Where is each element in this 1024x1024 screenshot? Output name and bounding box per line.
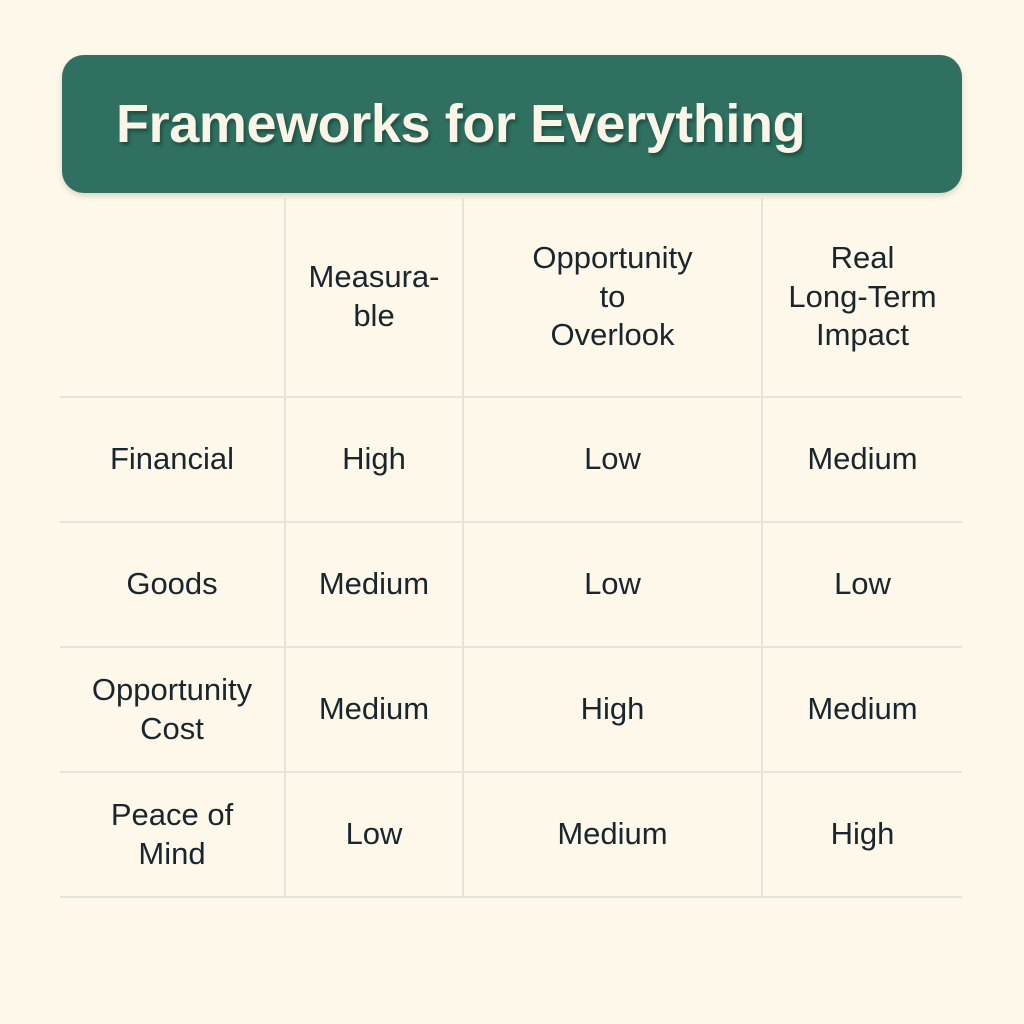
page-title: Frameworks for Everything — [116, 93, 806, 154]
table-row: Goods Medium Low Low — [60, 522, 962, 647]
column-header-line-2: ble — [353, 298, 395, 333]
table-cell: High — [284, 397, 463, 522]
row-label-financial: Financial — [60, 397, 285, 522]
row-label-line-1: Goods — [126, 566, 218, 602]
table-cell: Medium — [284, 647, 463, 772]
table-header: Measura- ble Opportunity to Overlook Rea… — [60, 198, 962, 397]
table-cell: High — [761, 772, 962, 897]
row-label-line-1: Peace of — [110, 796, 234, 832]
column-header-line-3: Overlook — [550, 317, 675, 353]
title-banner: Frameworks for Everything — [62, 55, 962, 193]
table-cell: Low — [284, 772, 463, 897]
table-cell: Medium — [284, 522, 463, 647]
table-cell: High — [462, 647, 762, 772]
column-header-opportunity-to-overlook: Opportunity to Overlook — [462, 198, 762, 397]
row-label-line-2: Mind — [138, 835, 206, 871]
row-label-line-2: Cost — [140, 710, 204, 746]
row-label-line-1: Opportunity — [91, 671, 253, 707]
row-label-goods: Goods — [60, 522, 285, 647]
table-body: Financial High Low Medium Goods Medium L… — [60, 397, 962, 897]
table-row: Opportunity Cost Medium High Medium — [60, 647, 962, 772]
column-header-line-1: Measura- — [308, 259, 440, 295]
row-label-opportunity-cost: Opportunity Cost — [60, 647, 285, 772]
table-cell: Medium — [761, 397, 962, 522]
column-header-line-2: Long-Term — [788, 278, 937, 314]
comparison-matrix-table: Measura- ble Opportunity to Overlook Rea… — [60, 198, 962, 898]
table-cell: Medium — [462, 772, 762, 897]
column-header-line-2: to — [599, 278, 626, 314]
column-header-measurable: Measura- ble — [284, 198, 463, 397]
column-header-line-3: Impact — [815, 317, 910, 353]
table-corner-cell — [60, 198, 285, 397]
row-label-peace-of-mind: Peace of Mind — [60, 772, 285, 897]
table-row: Peace of Mind Low Medium High — [60, 772, 962, 897]
column-header-line-1: Opportunity — [532, 239, 693, 275]
table-row: Financial High Low Medium — [60, 397, 962, 522]
table-cell: Medium — [761, 647, 962, 772]
table-header-row: Measura- ble Opportunity to Overlook Rea… — [60, 198, 962, 397]
table-cell: Low — [462, 397, 762, 522]
row-label-line-1: Financial — [109, 441, 235, 477]
column-header-real-long-term-impact: Real Long-Term Impact — [761, 198, 962, 397]
column-header-line-1: Real — [830, 239, 895, 275]
table-cell: Low — [462, 522, 762, 647]
table-cell: Low — [761, 522, 962, 647]
